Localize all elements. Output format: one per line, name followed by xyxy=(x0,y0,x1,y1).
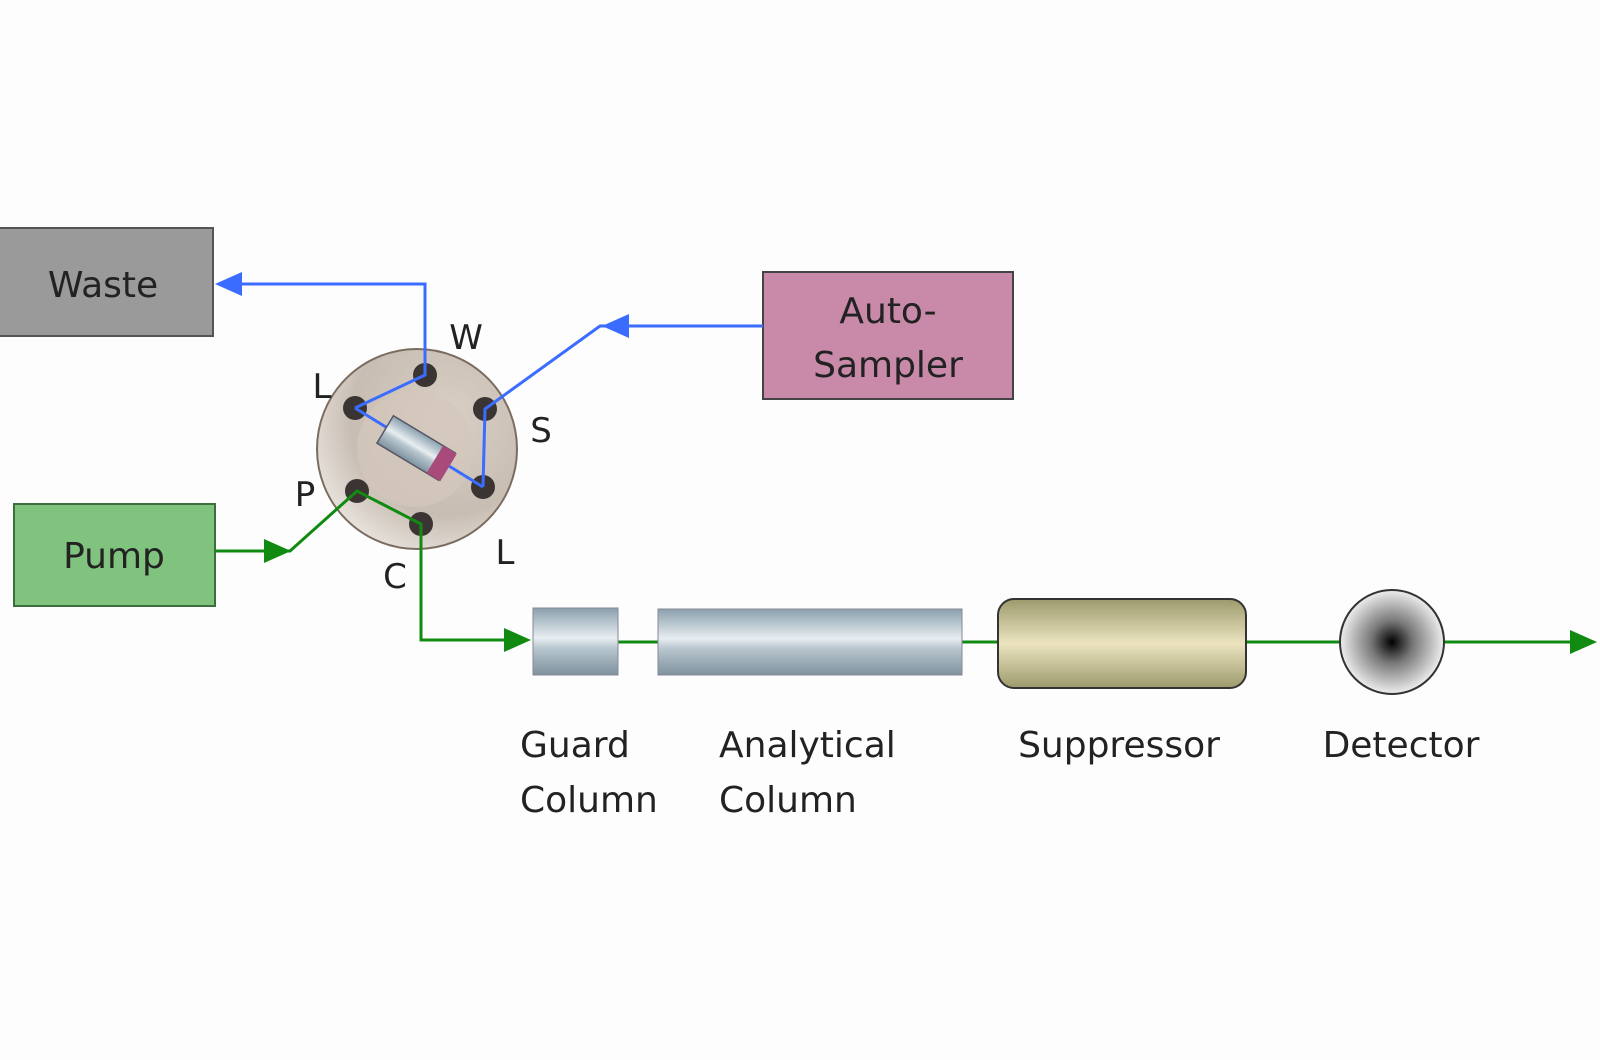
suppressor-label: Suppressor xyxy=(1018,725,1220,766)
guard-column xyxy=(532,607,619,676)
injection-valve xyxy=(316,348,518,550)
port-l-top-label: L xyxy=(313,367,332,407)
waste-label: Waste xyxy=(48,265,158,306)
autosampler-label-2: Sampler xyxy=(813,345,963,386)
pump-box: Pump xyxy=(13,503,216,607)
analytical-label-2: Column xyxy=(719,780,857,821)
eluent-valve-line xyxy=(288,489,531,652)
waste-flow-line xyxy=(215,272,427,410)
autosampler-box: Auto- Sampler xyxy=(762,271,1014,400)
suppressor xyxy=(997,598,1247,689)
guard-label-1: Guard xyxy=(520,725,630,766)
pump-label: Pump xyxy=(63,536,165,577)
port-l-bottom-label: L xyxy=(496,533,515,573)
port-p-label: P xyxy=(295,475,316,515)
waste-box: Waste xyxy=(0,227,214,337)
sample-inlet-line xyxy=(481,324,605,488)
autosampler-label-1: Auto- xyxy=(839,291,936,332)
detector-icon xyxy=(1339,589,1445,695)
guard-label-2: Column xyxy=(520,780,658,821)
analytical-column xyxy=(657,608,963,676)
analytical-label-1: Analytical xyxy=(719,725,896,766)
sample-loop-icon xyxy=(375,414,457,482)
port-s-label: S xyxy=(530,411,552,451)
port-c-label: C xyxy=(383,557,407,597)
detector-label: Detector xyxy=(1323,725,1480,766)
port-w-label: W xyxy=(449,318,483,358)
